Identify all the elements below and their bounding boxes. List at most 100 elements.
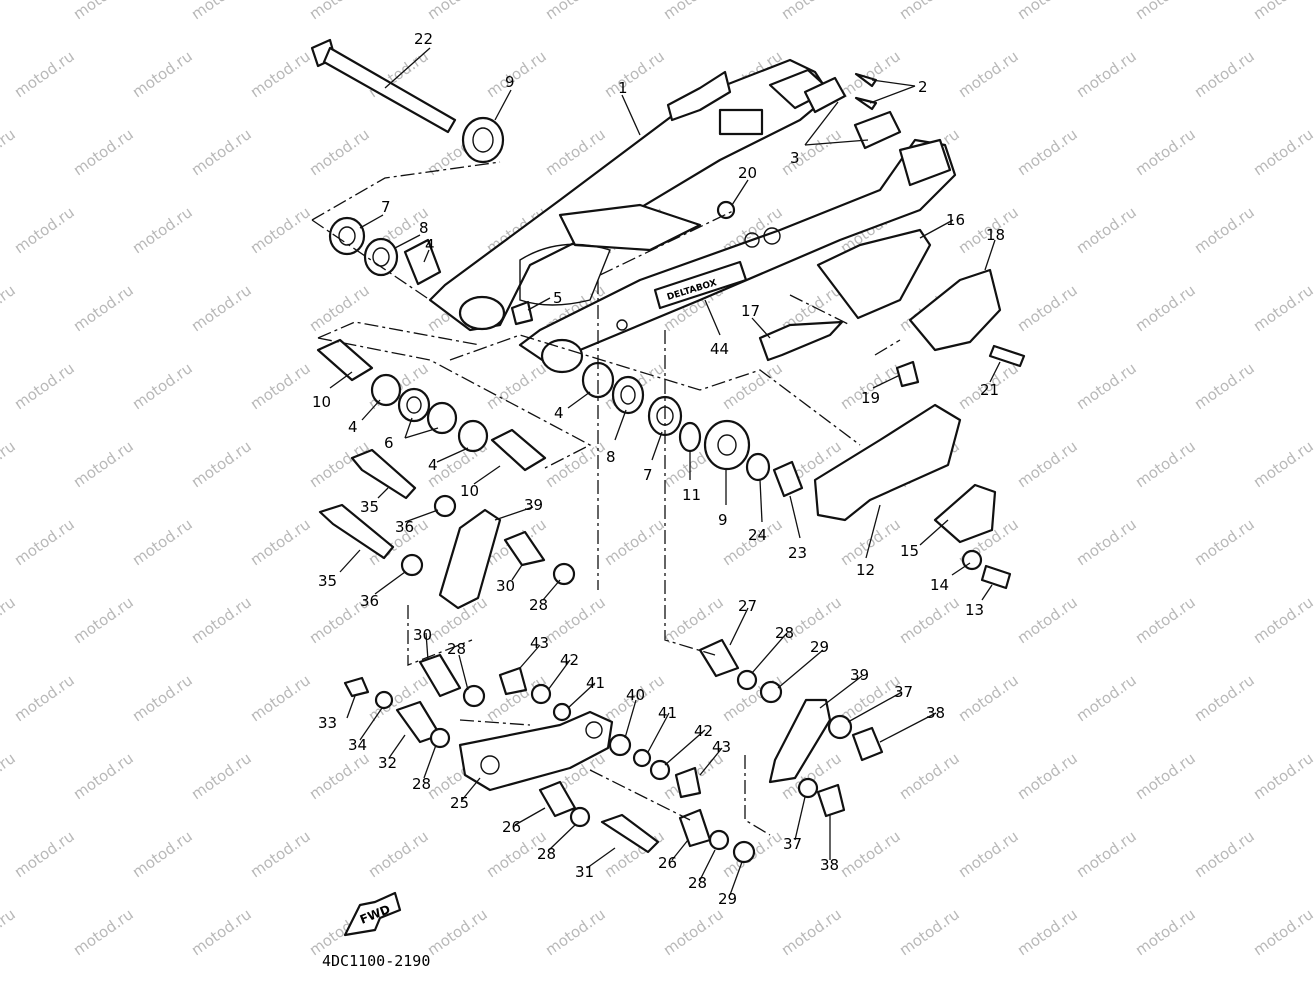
callout-27: 27 [738,597,757,615]
callout-28-b: 28 [447,640,466,658]
watermark-text: motod.ru [70,281,137,335]
watermark-text: motod.ru [11,671,78,725]
callout-21: 21 [980,381,999,399]
watermark-text: motod.ru [1250,437,1314,491]
watermark-text: motod.ru [424,0,491,23]
callout-26-a: 26 [502,818,521,836]
callout-38-a: 38 [926,704,945,722]
watermark-text: motod.ru [424,905,491,959]
watermark-text: motod.ru [955,47,1022,101]
watermark-text: motod.ru [1132,905,1199,959]
callout-3: 3 [790,149,800,167]
callout-18: 18 [986,226,1005,244]
watermark-text: motod.ru [188,125,255,179]
callout-23: 23 [788,544,807,562]
callout-34: 34 [348,736,367,754]
watermark-text: motod.ru [129,515,196,569]
watermark-text: motod.ru [11,359,78,413]
watermark-text: motod.ru [188,437,255,491]
callout-5: 5 [553,289,563,307]
watermark-text: motod.ru [1250,281,1314,335]
callout-4-a: 4 [425,236,435,254]
callout-29-a: 29 [810,638,829,656]
callout-38-b: 38 [820,856,839,874]
watermark-text: motod.ru [129,203,196,257]
watermark-text: motod.ru [306,281,373,335]
pivot-shaft [310,38,505,164]
watermark-text: motod.ru [0,281,19,335]
watermark-text: motod.ru [306,125,373,179]
watermark-text: motod.ru [306,0,373,23]
watermark-text: motod.ru [1250,905,1314,959]
watermark-text: motod.ru [837,827,904,881]
watermark-text: motod.ru [660,593,727,647]
callout-37-a: 37 [894,683,913,701]
watermark-text: motod.ru [70,905,137,959]
callout-39-a: 39 [524,496,543,514]
callout-26-b: 26 [658,854,677,872]
callout-44: 44 [710,340,729,358]
watermark-text: motod.ru [0,125,19,179]
watermark-text: motod.ru [1014,125,1081,179]
watermark-text: motod.ru [365,827,432,881]
watermark-text: motod.ru [1073,671,1140,725]
watermark-text: motod.ru [129,359,196,413]
watermark-text: motod.ru [1191,671,1258,725]
diagram-code: 4DC1100-2190 [322,952,430,970]
watermark-text: motod.ru [188,905,255,959]
watermark-text: motod.ru [778,125,845,179]
callout-17: 17 [741,302,760,320]
watermark-text: motod.ru [11,203,78,257]
callout-30-b: 30 [413,626,432,644]
watermark-text: motod.ru [11,827,78,881]
watermark-text: motod.ru [1132,749,1199,803]
watermark-text: motod.ru [1132,593,1199,647]
watermark-text: motod.ru [306,749,373,803]
callout-14: 14 [930,576,949,594]
watermark-text: motod.ru [1132,0,1199,23]
callout-32: 32 [378,754,397,772]
watermark-text: motod.ru [11,47,78,101]
watermark-text: motod.ru [1132,125,1199,179]
callout-6: 6 [384,434,394,452]
watermark-text: motod.ru [1073,203,1140,257]
watermark-text: motod.ru [601,515,668,569]
callout-4-c: 4 [348,418,358,436]
watermark-text: motod.ru [837,47,904,101]
watermark-text: motod.ru [1132,437,1199,491]
callout-24: 24 [748,526,767,544]
watermark-text: motod.ru [660,905,727,959]
watermark-text: motod.ru [0,437,19,491]
watermark-text: motod.ru [1073,359,1140,413]
watermark-text: motod.ru [188,749,255,803]
watermark-text: motod.ru [129,47,196,101]
watermark-text: motod.ru [601,47,668,101]
callout-8-a: 8 [419,219,429,237]
leader-lines [329,47,1001,896]
watermark-text: motod.ru [188,281,255,335]
watermark-text: motod.ru [896,593,963,647]
watermark-text: motod.ru [247,203,314,257]
lower-left-bushings [316,338,547,472]
watermark-text: motod.ru [1191,827,1258,881]
watermark-text: motod.ru [1073,827,1140,881]
callout-1: 1 [618,79,628,97]
callout-28-c: 28 [775,624,794,642]
watermark-text: motod.ru [1191,203,1258,257]
callout-12: 12 [856,561,875,579]
callout-42-b: 42 [694,722,713,740]
callout-43-b: 43 [712,738,731,756]
callout-25: 25 [450,794,469,812]
watermark-text: motod.ru [1250,749,1314,803]
watermark-text: motod.ru [1014,749,1081,803]
callout-28-d: 28 [412,775,431,793]
watermark-text: motod.ru [542,0,609,23]
watermark-text: motod.ru [11,515,78,569]
callout-31: 31 [575,863,594,881]
swingarm: DELTABOX [428,58,957,374]
watermark-text: motod.ru [129,827,196,881]
watermark-text: motod.ru [955,671,1022,725]
callout-labels-repeat: 4 4 4 8 7 9 10 35 36 30 28 28 39 41 42 4… [318,404,869,908]
watermark-text: motod.ru [483,47,550,101]
